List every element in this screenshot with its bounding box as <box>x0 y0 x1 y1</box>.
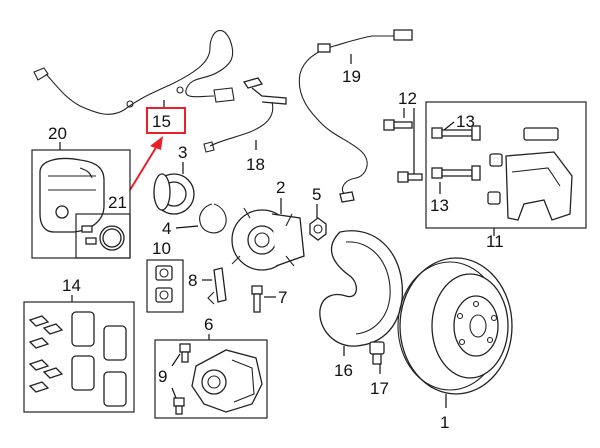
group-box-14 <box>23 301 135 413</box>
leader-9b <box>171 387 177 399</box>
caliper-bolts-12[interactable] <box>383 119 423 183</box>
callout-13a: 13 <box>456 112 475 131</box>
callout-7: 7 <box>278 288 287 307</box>
guide-pins-13[interactable] <box>431 125 503 205</box>
brake-pads-14[interactable] <box>28 311 127 407</box>
callout-5: 5 <box>312 185 321 204</box>
brake-caliper-6[interactable] <box>191 349 263 413</box>
caliper-bracket-11[interactable] <box>505 127 573 221</box>
callout-15: 15 <box>152 112 171 131</box>
callout-11: 11 <box>486 232 504 251</box>
callout-13b: 13 <box>430 196 449 215</box>
hub-nut-5[interactable] <box>309 217 327 241</box>
wheel-stud-7[interactable] <box>251 285 263 313</box>
callout-19: 19 <box>342 67 361 86</box>
caliper-bolts-9[interactable] <box>173 343 191 415</box>
callout-10: 10 <box>152 239 171 258</box>
snap-ring-4[interactable] <box>199 203 227 234</box>
callout-17: 17 <box>370 379 389 398</box>
dust-shield-16[interactable] <box>319 230 403 347</box>
callout-9: 9 <box>158 367 167 386</box>
callout-8: 8 <box>188 271 197 290</box>
callout-14: 14 <box>62 276 81 295</box>
callout-6: 6 <box>204 315 213 334</box>
group-box-10 <box>146 259 184 313</box>
abs-sensor-19[interactable] <box>298 29 413 203</box>
highlight-box-15 <box>146 107 186 134</box>
parking-brake-motor-20[interactable] <box>39 157 105 233</box>
callout-21: 21 <box>108 193 127 212</box>
leader-9a <box>171 353 181 367</box>
leader-4 <box>175 225 199 229</box>
group-box-21 <box>75 213 131 259</box>
group-box-6 <box>154 339 268 419</box>
leader-13a <box>443 121 455 131</box>
callout-1: 1 <box>440 413 449 432</box>
callout-18: 18 <box>246 155 265 174</box>
wheel-bearing-3[interactable] <box>153 173 195 215</box>
hub-nuts-10[interactable] <box>155 265 173 303</box>
group-box-11 <box>425 101 587 229</box>
highlight-arrow <box>129 136 163 191</box>
seal-kit-21[interactable] <box>81 225 125 251</box>
bolt-17[interactable] <box>369 341 385 365</box>
wheel-hub-2[interactable] <box>231 207 305 271</box>
callout-4: 4 <box>162 219 171 238</box>
abs-sensor-wire-15[interactable] <box>33 29 235 115</box>
callout-12: 12 <box>398 89 417 108</box>
callout-16: 16 <box>334 361 353 380</box>
callout-20: 20 <box>48 124 67 143</box>
brake-rotor-1[interactable] <box>397 257 513 395</box>
callout-3: 3 <box>178 143 187 162</box>
bracket-8[interactable] <box>207 267 227 305</box>
callout-2: 2 <box>276 178 285 197</box>
sensor-harness-18[interactable] <box>203 77 287 153</box>
